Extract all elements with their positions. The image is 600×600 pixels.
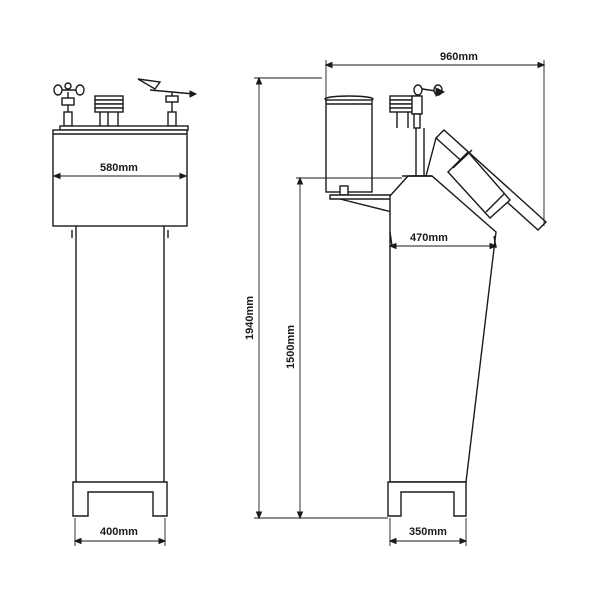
- base-side: [387, 481, 467, 517]
- cabinet-side: [389, 175, 497, 483]
- dim-350: 350mm: [388, 518, 468, 546]
- dim-580: 580mm: [52, 160, 188, 180]
- front-view: 580mm 400mm: [52, 78, 198, 546]
- dim-label-580: 580mm: [100, 162, 138, 174]
- dim-label-400: 400mm: [100, 526, 138, 538]
- sensor-mast-side: [389, 84, 446, 181]
- rain-gauge-side: [324, 95, 393, 213]
- radiation-shield-front: [94, 95, 124, 127]
- dim-400: 400mm: [73, 518, 167, 546]
- side-view: 960mm 470mm 350mm 1940mm: [244, 50, 548, 546]
- dim-label-1940: 1940mm: [244, 296, 256, 340]
- dim-470: 470mm: [388, 230, 498, 250]
- base-front: [72, 481, 168, 517]
- dim-960: 960mm: [324, 50, 546, 226]
- dim-label-1500: 1500mm: [285, 325, 297, 369]
- anemometer-front: [53, 82, 85, 127]
- dim-1500: 1500mm: [285, 176, 402, 520]
- wind-vane-front: [137, 78, 198, 127]
- dim-label-350: 350mm: [409, 526, 447, 538]
- dim-1940: 1940mm: [244, 76, 388, 520]
- equipment-box-front: [52, 129, 188, 227]
- solar-panel-side: [425, 129, 548, 231]
- dim-label-470: 470mm: [410, 232, 448, 244]
- dim-label-960: 960mm: [440, 51, 478, 63]
